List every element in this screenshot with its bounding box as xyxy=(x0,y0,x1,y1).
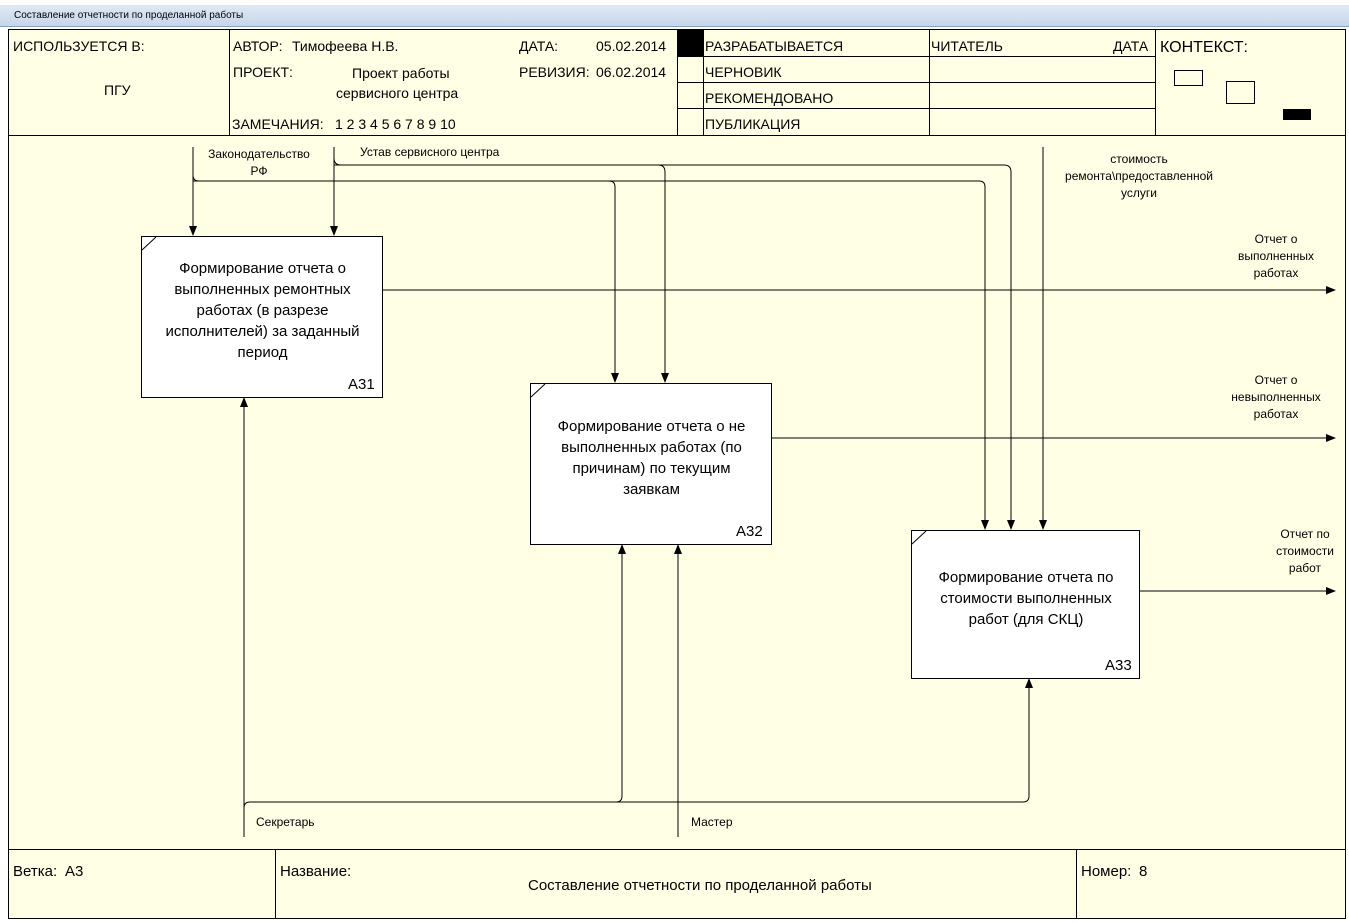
secretary-arrow-to-a33 xyxy=(616,678,1033,803)
cost-label: стоимость ремонта\предоставленной услуги xyxy=(1065,152,1213,200)
charter-label: Устав сервисного центра xyxy=(360,145,500,159)
status-recommended: РЕКОМЕНДОВАНО xyxy=(705,90,834,106)
a33-node-number: A33 xyxy=(1105,657,1132,674)
notes-value: 1 2 3 4 5 6 7 8 9 10 xyxy=(335,116,456,132)
footer-top-line xyxy=(8,849,1346,850)
law-arrow-branch xyxy=(192,174,989,530)
number-label: Номер: xyxy=(1081,863,1132,880)
footer-divider-1 xyxy=(275,849,276,919)
context-label: КОНТЕКСТ: xyxy=(1160,39,1248,56)
secretary-label: Секретарь xyxy=(256,815,315,829)
status-marker-active xyxy=(678,30,703,56)
used-in-label: ИСПОЛЬЗУЕТСЯ В: xyxy=(13,38,145,54)
window-titlebar: Составление отчетности по проделанной ра… xyxy=(0,5,1349,27)
context-box-1 xyxy=(1174,70,1203,86)
a33-title: Формирование отчета по стоимости выполне… xyxy=(938,569,1114,628)
status-row-line-1 xyxy=(677,56,1155,57)
a32-title: Формирование отчета о не выполненных раб… xyxy=(557,418,746,498)
date-value: 05.02.2014 xyxy=(596,38,667,54)
output-label-a32: Отчет о невыполненных работах xyxy=(1231,373,1321,421)
status-row-line-2 xyxy=(677,82,1155,83)
number-value: 8 xyxy=(1139,863,1148,880)
header-divider-5 xyxy=(1155,29,1156,136)
charter-arrow-to-a32 xyxy=(334,164,669,383)
activity-box-a31 xyxy=(141,236,383,398)
a32-node-number: A32 xyxy=(736,523,763,540)
box-corner-a31 xyxy=(141,236,157,251)
a31-node-number: A31 xyxy=(348,376,375,393)
author-label: АВТОР: xyxy=(233,38,283,54)
activity-box-a33 xyxy=(911,530,1140,679)
context-box-current xyxy=(1283,109,1311,120)
output-label-a31: Отчет о выполненных работах xyxy=(1237,232,1315,280)
project-value-line1: Проект работы xyxy=(352,65,450,81)
notes-label: ЗАМЕЧАНИЯ: xyxy=(232,116,324,132)
output-label-a33: Отчет по стоимости работ xyxy=(1276,527,1334,575)
project-label: ПРОЕКТ: xyxy=(233,64,293,80)
status-publication: ПУБЛИКАЦИЯ xyxy=(705,116,801,132)
status-draft: ЧЕРНОВИК xyxy=(705,64,782,80)
reader-date-label: ДАТА xyxy=(1113,38,1149,54)
name-label: Название: xyxy=(280,863,352,880)
master-label: Мастер xyxy=(691,815,733,829)
revision-value: 06.02.2014 xyxy=(596,64,667,80)
law-arrow-to-a32 xyxy=(193,180,619,383)
context-box-2 xyxy=(1226,81,1255,104)
a31-title: Формирование отчета о выполненных ремонт… xyxy=(165,260,360,361)
branch-value: А3 xyxy=(65,863,84,880)
date-label: ДАТА: xyxy=(519,38,559,54)
header-divider-1 xyxy=(229,29,230,136)
box-corner-a32 xyxy=(530,383,546,398)
branch-label: Ветка: xyxy=(13,863,58,880)
charter-arrow-branch xyxy=(333,157,1015,530)
secretary-arrow-to-a32 xyxy=(243,544,626,809)
law-label: Законодательство РФ xyxy=(208,147,310,178)
activity-box-a32 xyxy=(530,383,772,545)
project-value-line2: сервисного центра xyxy=(336,85,459,101)
diagram-title: Составление отчетности по проделанной ра… xyxy=(528,877,872,894)
used-in-value: ПГУ xyxy=(104,82,131,98)
reader-label: ЧИТАТЕЛЬ xyxy=(931,38,1003,54)
box-corner-a33 xyxy=(911,530,927,545)
revision-label: РЕВИЗИЯ: xyxy=(519,64,590,80)
author-value: Тимофеева Н.В. xyxy=(292,38,399,54)
status-in-development: РАЗРАБАТЫВАЕТСЯ xyxy=(705,38,844,54)
status-row-line-3 xyxy=(677,108,1155,109)
footer-divider-2 xyxy=(1076,849,1077,919)
